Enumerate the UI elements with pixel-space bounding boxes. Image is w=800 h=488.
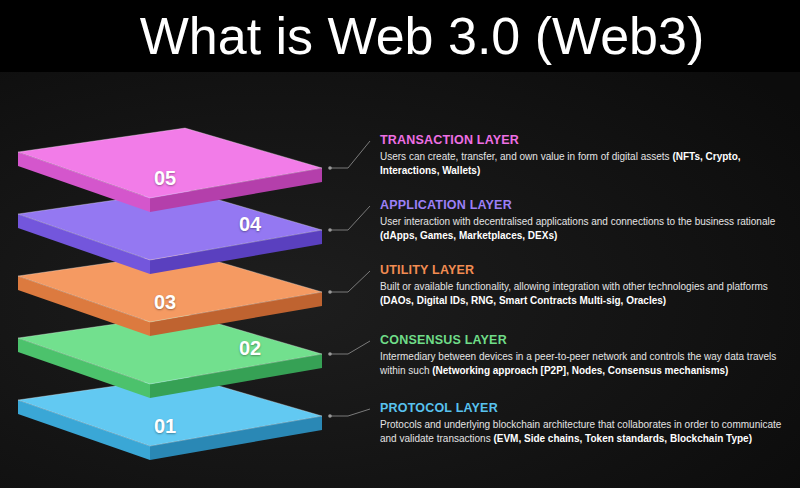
leader-lines — [330, 141, 370, 416]
label-wrap: CONSENSUS LAYER — [380, 333, 792, 348]
description-text: Users can create, transfer, and own valu… — [380, 151, 672, 162]
description-examples: (EVM, Side chains, Token standards, Bloc… — [493, 433, 752, 444]
label-wrap: User interaction with decentralised appl… — [380, 215, 792, 242]
label-wrap: PROTOCOL LAYER — [380, 401, 792, 416]
leader-dot — [328, 228, 332, 232]
layer-number: 03 — [154, 291, 176, 313]
leader-dot — [328, 166, 332, 170]
layer-description: Intermediary between devices in a peer-t… — [380, 350, 792, 377]
layer-number: 05 — [154, 167, 176, 189]
leader-line — [330, 271, 370, 292]
leader-line — [330, 409, 370, 416]
title: What is Web 3.0 (Web3) — [140, 6, 705, 66]
description-examples: (DAOs, Digital IDs, RNG, Smart Contracts… — [380, 295, 666, 306]
layer-number: 02 — [239, 337, 261, 359]
leader-dot — [328, 352, 332, 356]
leader-line — [330, 206, 370, 230]
label-wrap: Intermediary between devices in a peer-t… — [380, 350, 792, 377]
leader-line — [330, 341, 370, 354]
layer-slab: 05 — [18, 128, 322, 214]
slab-top — [18, 128, 322, 198]
description-examples: (dApps, Games, Marketplaces, DEXs) — [380, 230, 557, 241]
label-wrap: APPLICATION LAYER — [380, 198, 792, 213]
label-wrap: TRANSACTION LAYER — [380, 133, 792, 148]
leader-dot — [328, 290, 332, 294]
description-text: Built or available functionality, allowi… — [380, 281, 768, 292]
layer-description: Built or available functionality, allowi… — [380, 280, 792, 307]
description-text: User interaction with decentralised appl… — [380, 216, 775, 227]
layer-number: 01 — [154, 415, 176, 437]
layer-heading: UTILITY LAYER — [380, 263, 792, 278]
title-bar — [0, 0, 800, 72]
dark-panel — [0, 72, 800, 488]
leader-line — [330, 141, 370, 168]
layer-heading: PROTOCOL LAYER — [380, 401, 792, 416]
label-wrap: Users can create, transfer, and own valu… — [380, 150, 792, 177]
description-examples: (Networking approach [P2P], Nodes, Conse… — [432, 365, 728, 376]
layer-number: 04 — [239, 213, 261, 235]
title-wrap: What is Web 3.0 (Web3) — [40, 6, 800, 66]
label-wrap: Built or available functionality, allowi… — [380, 280, 792, 307]
layer-description: User interaction with decentralised appl… — [380, 215, 792, 242]
label-wrap: Protocols and underlying blockchain arch… — [380, 418, 792, 445]
layer-description: Protocols and underlying blockchain arch… — [380, 418, 792, 445]
layer-heading: APPLICATION LAYER — [380, 198, 792, 213]
leader-dots — [328, 166, 332, 418]
label-wrap: UTILITY LAYER — [380, 263, 792, 278]
layer-heading: CONSENSUS LAYER — [380, 333, 792, 348]
leader-dot — [328, 414, 332, 418]
layer-description: Users can create, transfer, and own valu… — [380, 150, 792, 177]
layer-heading: TRANSACTION LAYER — [380, 133, 792, 148]
